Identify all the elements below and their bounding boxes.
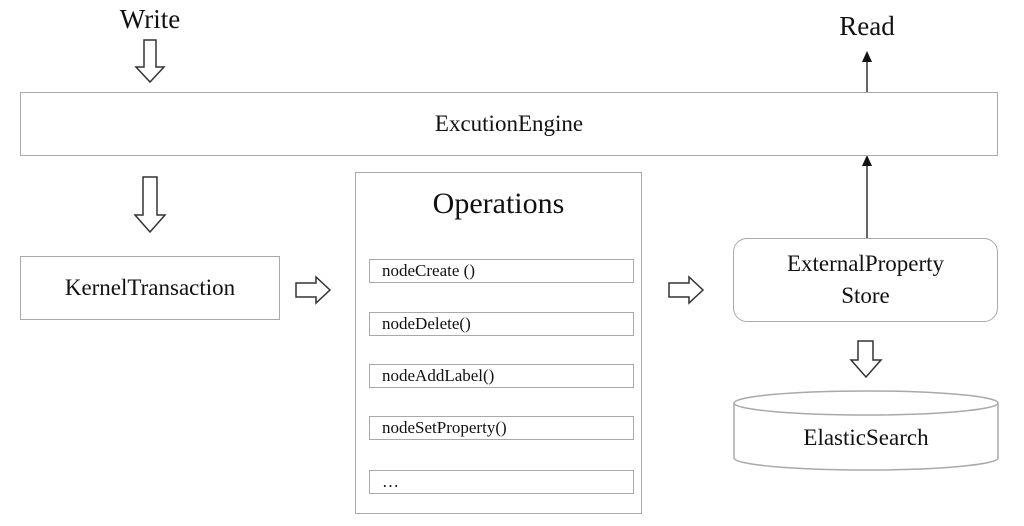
operation-item-nodeaddlabel: nodeAddLabel() bbox=[369, 364, 634, 388]
kernel-transaction-box: KernelTransaction bbox=[20, 256, 280, 320]
write-label: Write bbox=[119, 3, 181, 34]
elasticsearch-label: ElasticSearch bbox=[803, 425, 929, 450]
write-down-arrow bbox=[134, 39, 166, 84]
external-to-elastic-arrow bbox=[849, 340, 883, 379]
operations-title: Operations bbox=[432, 187, 565, 220]
external-property-label-line2: Store bbox=[841, 283, 890, 308]
operations-box bbox=[355, 172, 642, 514]
elastic-cylinder bbox=[733, 390, 999, 471]
operation-item-nodecreate: nodeCreate () bbox=[369, 259, 634, 283]
external-property-store-box: ExternalProperty Store bbox=[733, 238, 998, 322]
operation-item-nodesetproperty: nodeSetProperty() bbox=[369, 416, 634, 440]
kernel-transaction-label: KernelTransaction bbox=[64, 275, 236, 300]
execution-engine-label: ExcutionEngine bbox=[434, 111, 584, 136]
operation-item-nodedelete: nodeDelete() bbox=[369, 312, 634, 336]
engine-to-read-arrowhead bbox=[862, 51, 872, 62]
kernel-to-operations-arrow bbox=[295, 275, 332, 305]
operations-to-external-arrow bbox=[668, 275, 705, 305]
external-to-engine-arrowhead bbox=[862, 155, 872, 166]
execution-engine-box: ExcutionEngine bbox=[20, 92, 998, 156]
external-property-label-line1: ExternalProperty bbox=[786, 251, 945, 276]
operation-item-ellipsis: … bbox=[369, 470, 634, 494]
read-label: Read bbox=[839, 10, 895, 41]
engine-to-kernel-arrow bbox=[133, 176, 167, 234]
